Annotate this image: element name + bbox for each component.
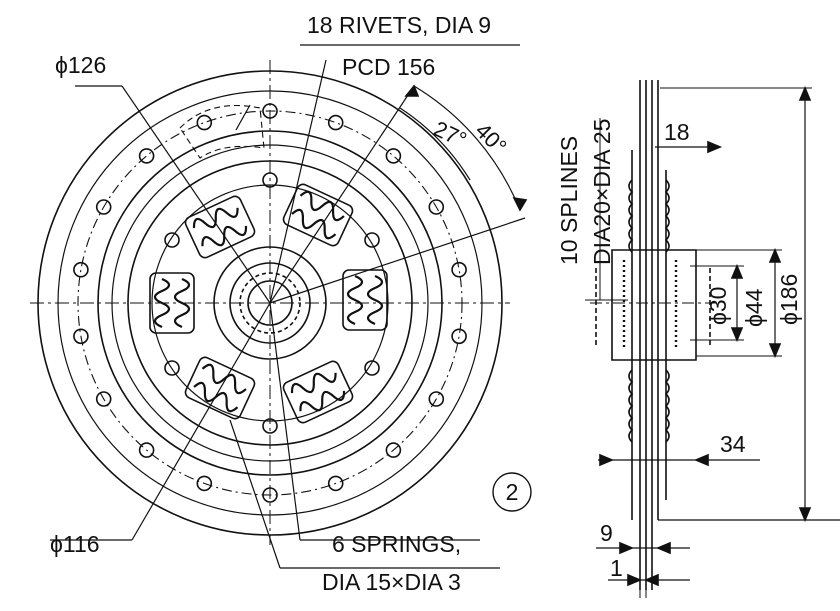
rivet-hole [73,328,89,345]
rivet-hole [95,199,112,215]
spring-windows [149,183,388,424]
dim-34-label: 34 [720,431,746,457]
rivets-label: 18 RIVETS, DIA 9 [307,12,491,38]
dim-9-label: 9 [600,520,613,546]
angle-27-label: 27° [430,116,471,153]
rivet-hole [138,148,155,164]
rivet-hole [327,475,344,492]
rivet-hole [385,442,402,458]
rivet-hole [73,261,89,278]
rivet-hole [428,391,445,407]
front-view [30,44,532,569]
pcd-label: PCD 156 [342,54,435,80]
rivet-hole [451,261,467,278]
spring-dims-label: DIA 15×DIA 3 [322,569,461,595]
diameter-116-label: ϕ116 [50,531,100,557]
spline-dims-label: DIA20×DIA 25 [589,119,615,265]
rivet-hole [196,114,213,131]
springs-label: 6 SPRINGS, [332,531,461,557]
dim-1-label: 1 [610,555,623,581]
rivet-hole [196,475,213,492]
rivet-hole [327,114,344,131]
side-view [585,80,840,598]
diameter-30-label: ϕ30 [705,287,731,325]
rivet-hole [138,442,155,458]
rivet-hole [262,487,278,503]
rivet-hole [262,103,278,119]
part-number: 2 [506,479,519,505]
dim-18-label: 18 [664,119,690,145]
splines-label: 10 SPLINES [556,136,582,265]
diameter-186-label: ϕ186 [776,274,802,325]
rivet-hole [385,148,402,164]
rivet-hole [428,199,445,215]
rivet-hole [95,391,112,407]
rivet-holes [73,103,467,503]
diameter-126-label: ϕ126 [55,52,106,78]
diameter-44-label: ϕ44 [741,288,767,327]
part-number-circle [492,472,532,512]
angle-40-label: 40° [470,118,511,159]
rivet-hole [451,328,467,345]
